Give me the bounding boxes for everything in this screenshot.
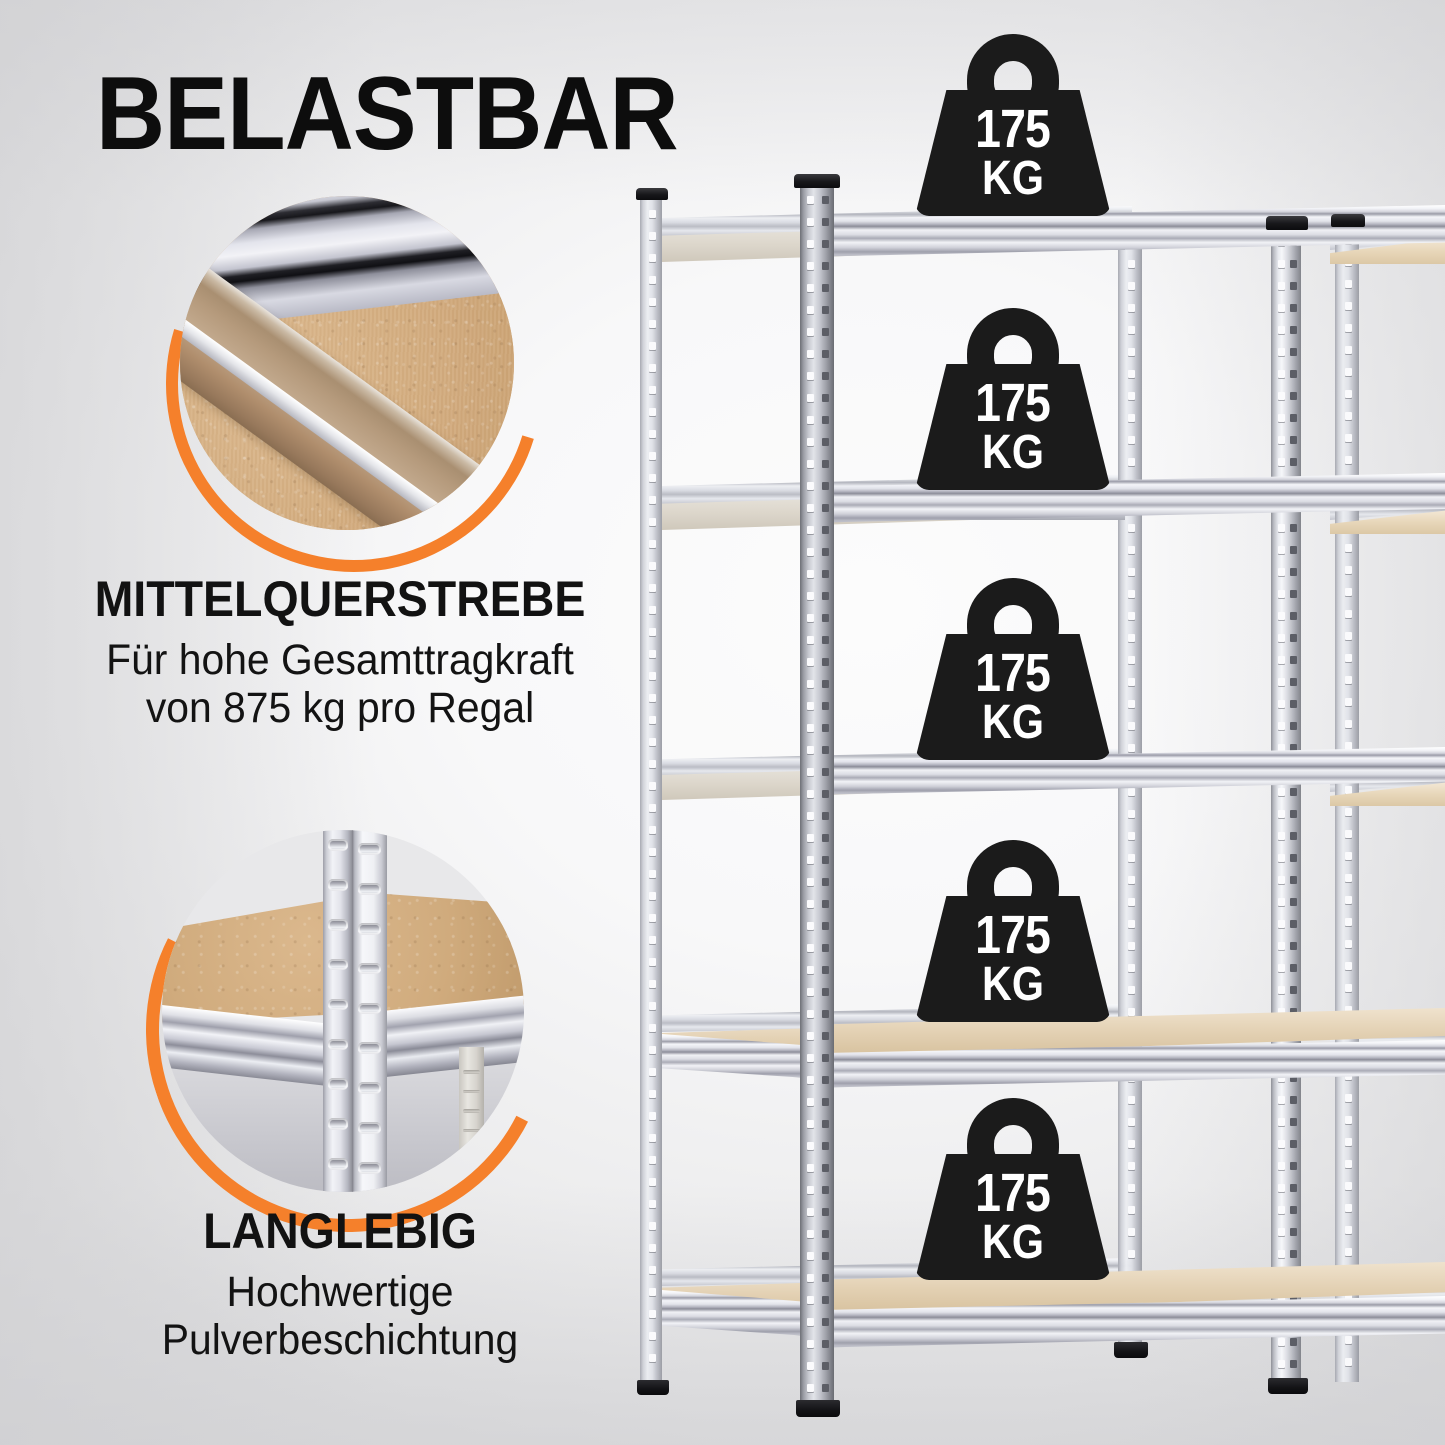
post-face-right-slots xyxy=(352,830,387,1192)
rack1-back-left-post-foot xyxy=(637,1380,669,1395)
feature-2-subtitle-line1: Hochwertige xyxy=(226,1268,454,1316)
feature-1-subtitle-line2: von 875 kg pro Regal xyxy=(145,684,535,732)
rack2-front-post-foot xyxy=(1268,1378,1308,1394)
rear-post-slots xyxy=(459,1047,484,1192)
rack1-front-left-post-foot xyxy=(796,1400,840,1417)
post-face-right xyxy=(352,830,388,1192)
load-badge-5: 175 KG xyxy=(915,1098,1111,1280)
rack1-back-right-post xyxy=(1118,246,1142,1348)
feature-1-image xyxy=(180,196,514,530)
page-title: BELASTBAR xyxy=(96,56,679,172)
weight-body-shape xyxy=(915,364,1111,490)
load-badge-1: 175 KG xyxy=(915,34,1111,216)
feature-2-title: LANGLEBIG xyxy=(203,1203,477,1259)
rack1-front-left-post-cap xyxy=(794,174,840,188)
rack2-front-post-cap xyxy=(1266,216,1308,230)
rack1-back-right-post-foot xyxy=(1114,1342,1148,1358)
feature-2-subtitle-line2: Pulverbeschichtung xyxy=(161,1316,519,1364)
feature-1-title: MITTELQUERSTREBE xyxy=(94,571,586,627)
rack1-back-left-post xyxy=(640,196,662,1384)
load-badge-4: 175 KG xyxy=(915,840,1111,1022)
rack1-back-left-post-perforations xyxy=(640,196,662,1384)
rack2-back-post-cap xyxy=(1331,214,1365,227)
rack1-front-left-post xyxy=(800,182,834,1404)
rear-post xyxy=(458,1047,485,1192)
rack1-back-right-post-perforations xyxy=(1118,246,1142,1348)
weight-body-shape xyxy=(915,1154,1111,1280)
post-face-left-slots xyxy=(323,830,353,1192)
cross-brace-photo xyxy=(180,196,514,530)
load-badge-2: 175 KG xyxy=(915,308,1111,490)
weight-body-shape xyxy=(915,90,1111,216)
feature-1-subtitle-line1: Für hohe Gesamttragkraft xyxy=(106,636,574,684)
load-badge-3: 175 KG xyxy=(915,578,1111,760)
rack2-front-post xyxy=(1271,224,1301,1382)
rack1-back-left-post-cap xyxy=(636,188,668,200)
feature-2-image xyxy=(162,830,524,1192)
post-face-left xyxy=(323,830,354,1192)
rack2-front-post-perforations xyxy=(1271,224,1301,1382)
weight-body-shape xyxy=(915,634,1111,760)
weight-body-shape xyxy=(915,896,1111,1022)
galvanized-post-photo xyxy=(162,830,524,1192)
rack1-front-left-post-perforations xyxy=(800,182,834,1404)
